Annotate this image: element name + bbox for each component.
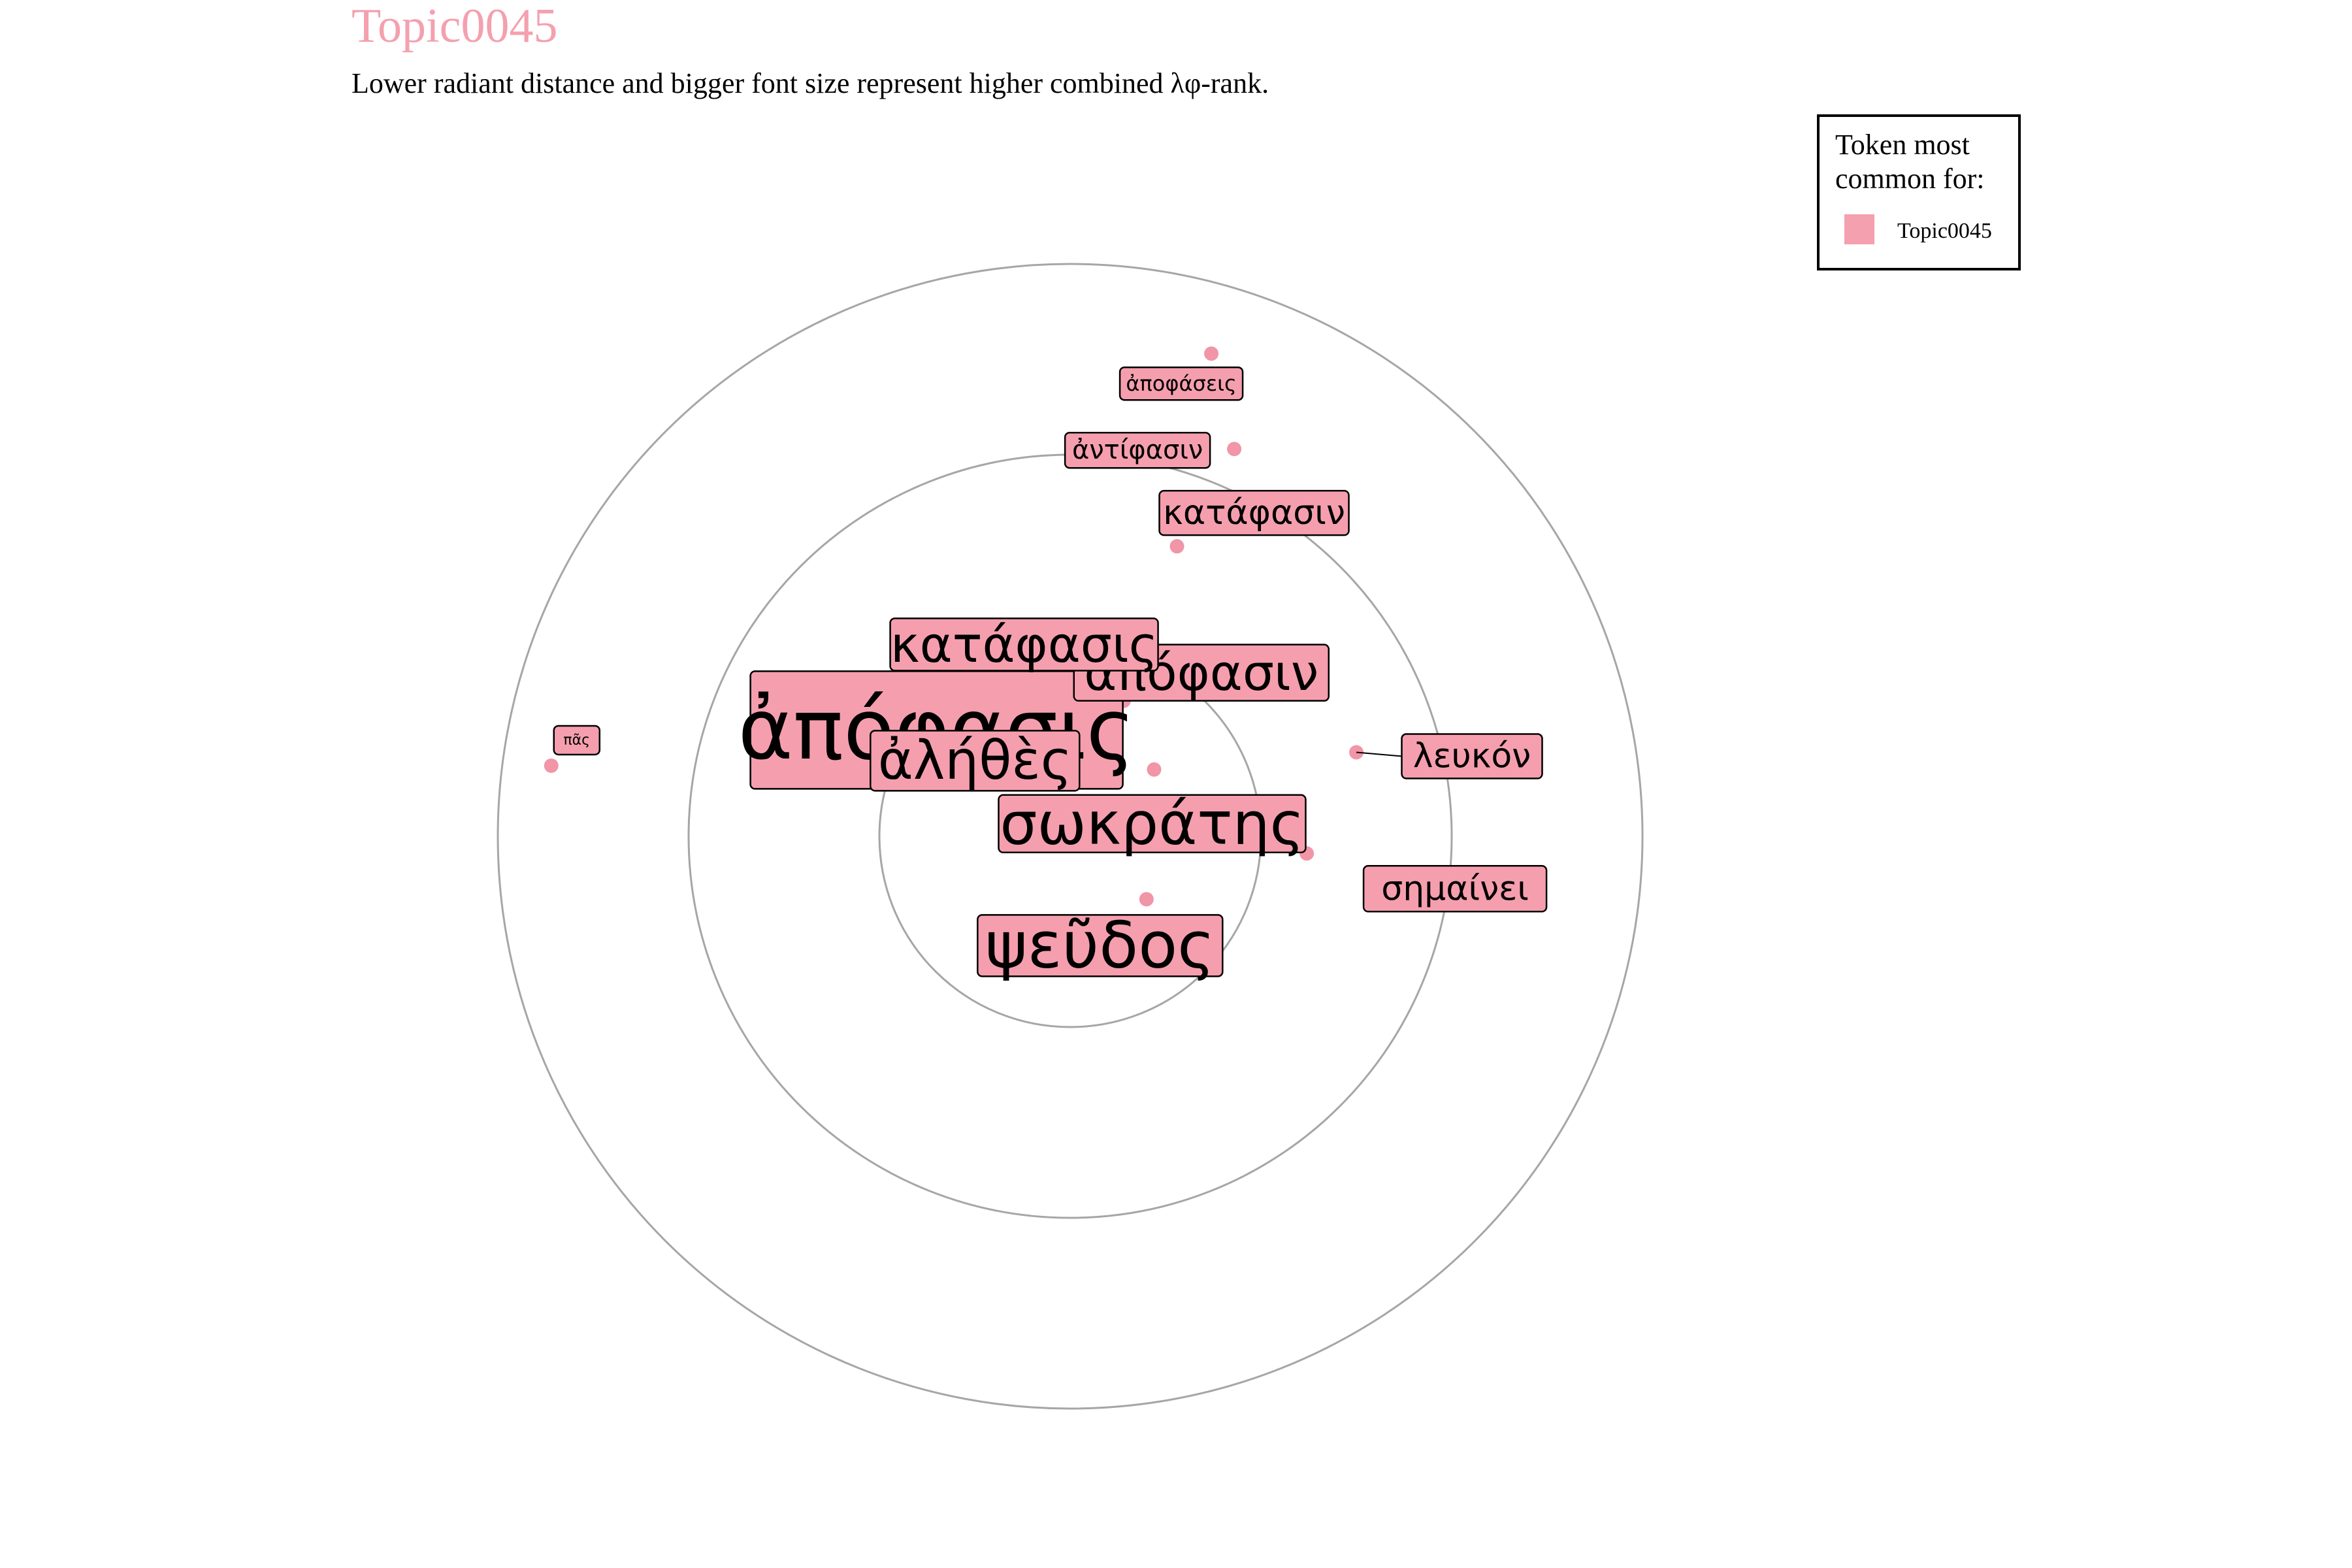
token-point (1227, 442, 1242, 457)
token-label: σημαίνει (1362, 865, 1548, 913)
token-point (1169, 539, 1184, 554)
token-point (1204, 346, 1219, 361)
token-label-text: σημαίνει (1381, 869, 1529, 908)
token-label-text: ἀλήθὲς (878, 730, 1072, 792)
token-label: κατάφασις (889, 615, 1159, 674)
token-label: ἀποφάσεις (1119, 366, 1244, 401)
token-label: κατάφασιν (1158, 489, 1350, 536)
token-label-box (977, 914, 1224, 977)
token-label-box (998, 794, 1307, 854)
token-label-text: πᾶς (563, 732, 590, 748)
token-label-box (1119, 366, 1244, 401)
token-label-text: κατάφασις (890, 615, 1158, 674)
legend-swatch (1844, 214, 1874, 244)
token-label-box (1158, 489, 1350, 536)
token-label-box (870, 730, 1081, 792)
legend-title-line-2: common for: (1835, 163, 1985, 195)
token-point (544, 758, 559, 773)
token-point (1147, 762, 1162, 777)
token-label-text: ψεῦδος (985, 908, 1215, 983)
token-label-box (553, 725, 601, 756)
token-point (1139, 892, 1154, 907)
token-label: σωκράτης (998, 789, 1307, 858)
ring-3 (497, 263, 1644, 1410)
token-label: ἀντίφασιν (1064, 431, 1211, 469)
token-label: ψεῦδος (977, 908, 1224, 983)
chart-subtitle: Lower radiant distance and bigger font s… (351, 67, 1269, 99)
token-label-text: κατάφασιν (1163, 493, 1345, 532)
legend-entry-label: Topic0045 (1897, 219, 1992, 243)
label-leader-line (1356, 751, 1402, 757)
token-label-box (889, 617, 1159, 672)
token-label: λευκόν (1401, 733, 1543, 779)
token-label-text: σωκράτης (1000, 789, 1305, 858)
legend-title-line-1: Token most (1835, 129, 1970, 161)
chart-title: Topic0045 (351, 0, 557, 53)
token-label-text: ἀποφάσεις (1126, 371, 1236, 396)
token-label: ἀλήθὲς (870, 730, 1081, 792)
token-label-text: ἀντίφασιν (1072, 435, 1203, 465)
legend: Token most common for: Topic0045 (1817, 114, 2021, 270)
token-label-box (1362, 865, 1548, 913)
token-label-text: λευκόν (1413, 737, 1531, 776)
token-label-box (1401, 733, 1543, 779)
labels-layer: ἀπόφασιςψεῦδοςσωκράτηςἀλήθὲςἀπόφασινκατά… (553, 366, 1548, 983)
token-label-box (1064, 431, 1211, 469)
token-label: πᾶς (553, 725, 601, 756)
